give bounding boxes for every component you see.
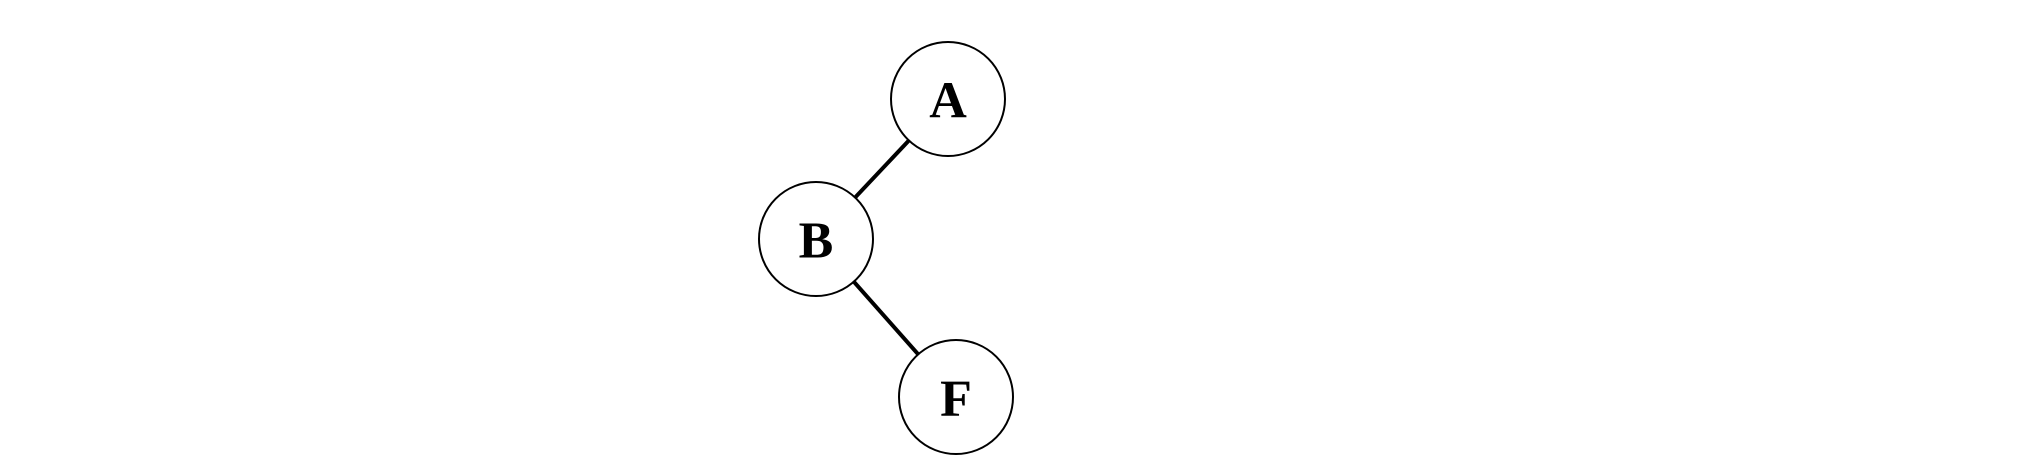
node-circle-F bbox=[898, 339, 1014, 455]
node-circle-B bbox=[758, 181, 874, 297]
node-A: A bbox=[890, 41, 1006, 157]
node-F: F bbox=[898, 339, 1014, 455]
node-label-B: B bbox=[799, 213, 834, 270]
node-circle-A bbox=[890, 41, 1006, 157]
node-B: B bbox=[758, 181, 874, 297]
node-label-F: F bbox=[940, 371, 972, 428]
node-label-A: A bbox=[929, 73, 967, 130]
